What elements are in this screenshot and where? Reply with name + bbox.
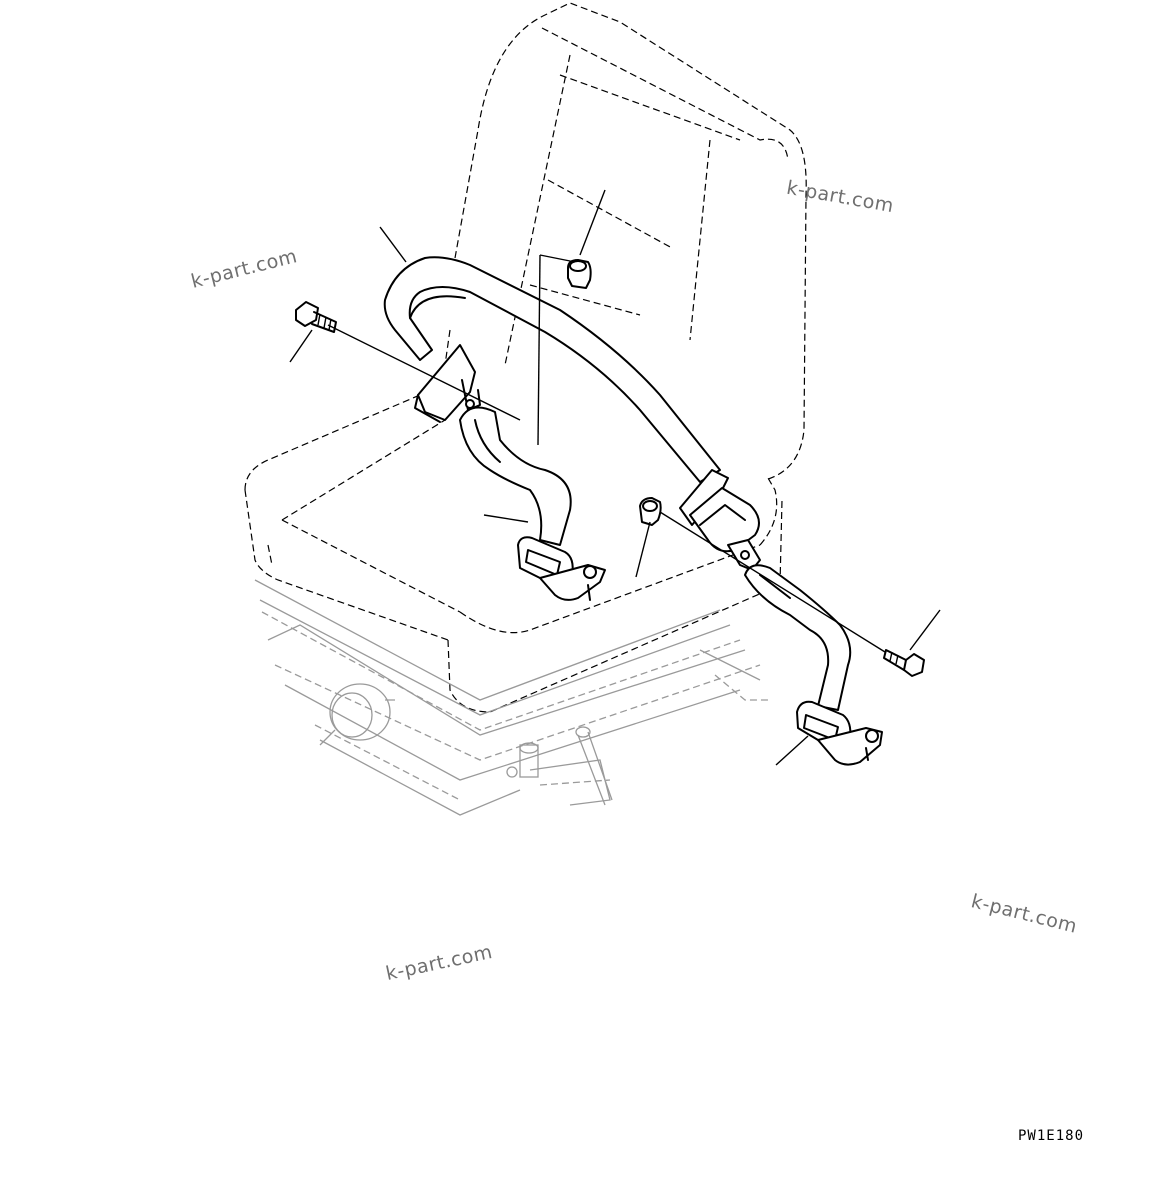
seat-belt-webbing: [383, 256, 721, 483]
bolt-right: [883, 649, 925, 677]
adjust-lever: [506, 726, 613, 806]
shoulder-anchor: [414, 344, 481, 423]
seat-suspension: [254, 579, 770, 816]
left-buckle: [517, 536, 606, 601]
adjust-knob: [319, 683, 395, 746]
drawing-code: PW1E180: [1018, 1128, 1085, 1144]
left-belt-strap: [459, 406, 572, 546]
collar-upper: [567, 259, 592, 289]
leader-lines: [289, 189, 941, 766]
center-latch: [679, 469, 761, 571]
right-buckle: [796, 700, 883, 766]
seat-backrest: [439, 2, 807, 481]
assembly-lines: [327, 254, 886, 653]
right-belt-strap: [744, 564, 852, 711]
collar-lower: [639, 497, 662, 526]
bolt-left: [295, 301, 337, 333]
